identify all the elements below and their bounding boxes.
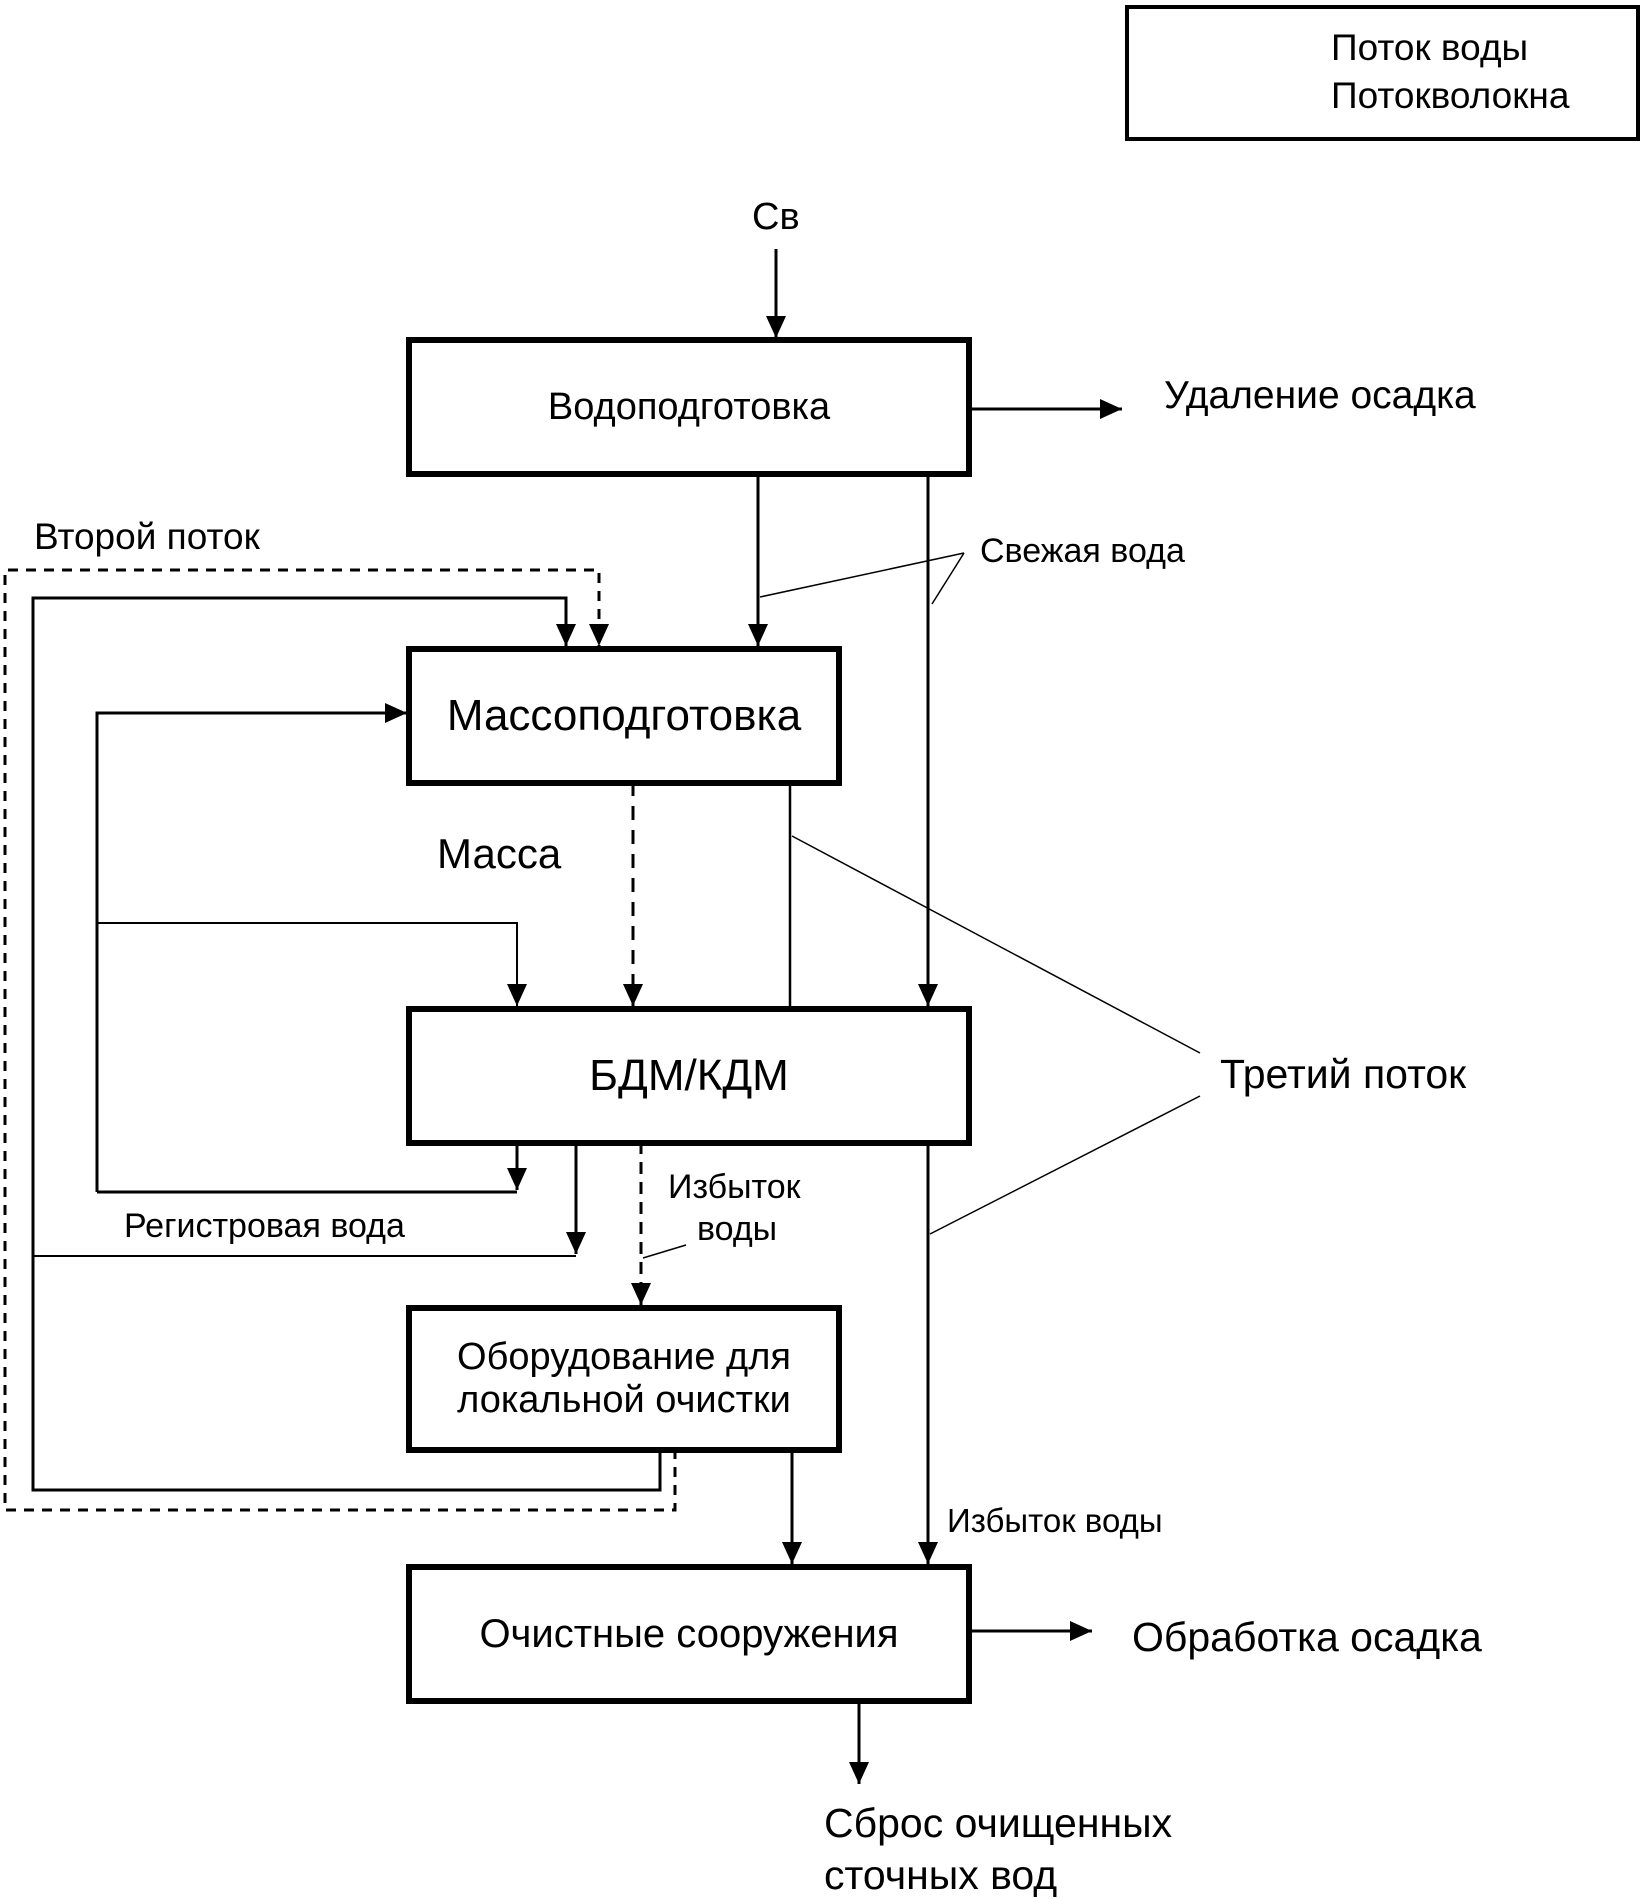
fresh-water-leader-1	[759, 552, 965, 598]
label-discharge-1: Сброс очищенных	[824, 1800, 1173, 1846]
label-excess-water: Избыток воды	[947, 1502, 1163, 1539]
label-excess-water-split-2: воды	[697, 1210, 778, 1248]
node-paper-machine: БДМ/КДМ	[406, 1006, 972, 1146]
legend-label-water: Поток воды	[1331, 27, 1529, 68]
node-water-treatment-label: Водоподготовка	[547, 385, 831, 428]
label-third-loop: Третий поток	[1220, 1051, 1467, 1097]
label-sludge-removal: Удаление осадка	[1164, 374, 1476, 417]
label-discharge-2: сточных вод	[824, 1852, 1058, 1898]
label-fresh-water: Свежая вода	[980, 532, 1185, 570]
second-loop-water-solid	[31, 596, 662, 1492]
second-loop-fiber-dashed	[3, 568, 677, 1512]
node-water-treatment: Водоподготовка	[406, 337, 972, 477]
node-wastewater-plant: Очистные сооружения	[406, 1564, 972, 1704]
excess-water-leader	[642, 1244, 687, 1259]
label-register-water: Регистровая вода	[124, 1207, 405, 1245]
third-loop-leader-1	[791, 835, 1201, 1054]
register-water-loop-to-stock-prep	[95, 703, 407, 1192]
node-local-treatment: Оборудование для локальной очистки	[406, 1305, 842, 1453]
node-local-treatment-line1: Оборудование для	[457, 1336, 791, 1378]
label-fresh-input: Св	[752, 196, 800, 238]
legend-label-fiber: Потокволокна	[1331, 75, 1570, 116]
label-stock: Масса	[437, 830, 562, 877]
label-sludge-processing: Обработка осадка	[1132, 1614, 1482, 1660]
node-stock-preparation-label: Массоподготовка	[446, 691, 802, 740]
node-local-treatment-line2: локальной очистки	[457, 1379, 791, 1421]
register-water-loop-to-pm	[97, 922, 527, 1006]
node-stock-preparation: Массоподготовка	[406, 646, 842, 786]
legend: Поток воды Потокволокна	[1125, 5, 1640, 141]
node-wastewater-plant-label: Очистные сооружения	[479, 1611, 899, 1656]
label-excess-water-split-1: Избыток	[668, 1168, 801, 1206]
fresh-water-leader-2	[931, 552, 965, 605]
label-second-loop: Второй поток	[34, 516, 260, 557]
node-paper-machine-label: БДМ/КДМ	[589, 1051, 789, 1100]
third-loop-leader-2	[929, 1095, 1201, 1235]
